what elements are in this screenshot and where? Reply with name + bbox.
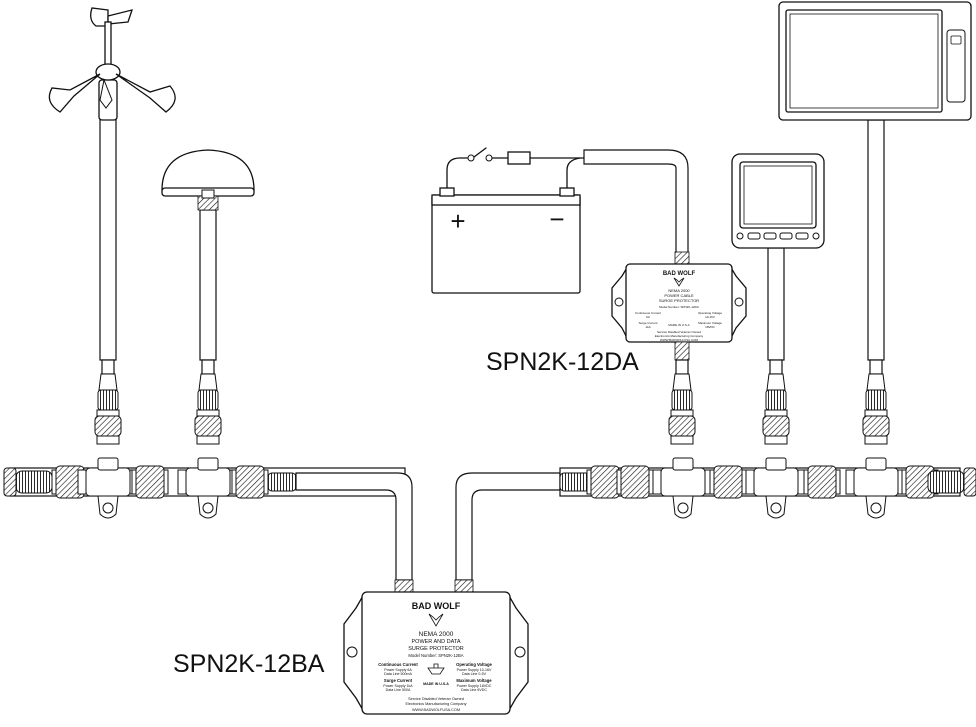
brand-name: BAD WOLF xyxy=(663,271,696,277)
battery-negative-label: − xyxy=(549,204,564,234)
coupler-nut xyxy=(803,465,841,499)
right-terminator xyxy=(927,467,976,497)
svg-text:POWER CABLE: POWER CABLE xyxy=(664,293,694,298)
svg-text:6A: 6A xyxy=(646,315,650,319)
svg-text:Maximum Voltage: Maximum Voltage xyxy=(456,678,492,683)
tee-connector xyxy=(177,457,239,519)
svg-text:Maximum Voltage: Maximum Voltage xyxy=(698,321,722,325)
boat-icon xyxy=(427,663,445,675)
svg-text:18VDC: 18VDC xyxy=(705,325,716,329)
battery-icon: + − xyxy=(431,187,581,294)
svg-text:Electronics Manufacturing Comp: Electronics Manufacturing Company xyxy=(655,334,704,338)
svg-text:Continuous Current: Continuous Current xyxy=(378,662,418,667)
tee-connector xyxy=(845,457,907,519)
coupler-nut xyxy=(131,465,169,499)
svg-text:SURGE PROTECTOR: SURGE PROTECTOR xyxy=(659,298,699,303)
svg-text:Operating Voltage: Operating Voltage xyxy=(456,662,492,667)
svg-text:Operating Voltage: Operating Voltage xyxy=(698,311,722,315)
svg-text:SURGE PROTECTOR: SURGE PROTECTOR xyxy=(408,646,464,652)
spn2k-12da-label: SPN2K-12DA xyxy=(486,348,639,376)
power-wiring xyxy=(446,147,690,267)
svg-text:Power Supply 10-16V: Power Supply 10-16V xyxy=(457,668,492,672)
wolf-logo-icon xyxy=(673,277,685,287)
coupler-nut xyxy=(709,465,747,499)
svg-text:Data Line 0-5V: Data Line 0-5V xyxy=(462,672,487,676)
svg-text:Surge Current: Surge Current xyxy=(639,321,658,325)
tee-connector xyxy=(652,457,714,519)
svg-text:Surge Current: Surge Current xyxy=(384,678,413,683)
svg-text:1kA: 1kA xyxy=(645,325,650,329)
svg-text:WWW.BADWOLFUSA.COM: WWW.BADWOLFUSA.COM xyxy=(412,708,460,712)
brand-name: BAD WOLF xyxy=(412,601,461,611)
svg-text:Model Number: SPN2K-12BA: Model Number: SPN2K-12BA xyxy=(408,653,463,658)
protector-12da-output-cable xyxy=(674,341,690,361)
svg-text:Model Number: SPN2K-12DA: Model Number: SPN2K-12DA xyxy=(659,305,699,309)
drop-cable-connector xyxy=(862,359,890,445)
left-terminator xyxy=(3,467,53,497)
svg-text:Data Line 500A: Data Line 500A xyxy=(386,688,411,692)
svg-text:Power Supply 18VDC: Power Supply 18VDC xyxy=(457,684,492,688)
switch-icon xyxy=(467,154,475,162)
svg-text:MADE IN U.S.A: MADE IN U.S.A xyxy=(423,682,449,686)
svg-text:WWW.BADWOLFUSA.COM: WWW.BADWOLFUSA.COM xyxy=(660,338,698,342)
drop-cable-connector xyxy=(94,359,122,445)
svg-text:Power Supply 1kA: Power Supply 1kA xyxy=(383,684,413,688)
wind-vane-icon xyxy=(48,7,176,361)
spn2k-12ba-label: SPN2K-12BA xyxy=(173,650,325,678)
coupler-nut xyxy=(616,465,654,499)
battery-positive-label: + xyxy=(450,206,465,236)
tee-connector xyxy=(77,457,139,519)
right-backbone xyxy=(454,457,976,601)
fuse-icon xyxy=(507,151,531,165)
svg-text:Service Disabled Veteran Owned: Service Disabled Veteran Owned xyxy=(657,330,701,334)
svg-text:NEMA 2000: NEMA 2000 xyxy=(419,631,454,638)
svg-text:Continuous Current: Continuous Current xyxy=(635,311,661,315)
coupler-nut xyxy=(231,465,269,499)
svg-text:10-16V: 10-16V xyxy=(705,315,715,319)
surge-protector-12ba: BAD WOLF NEMA 2000 POWER AND DATA SURGE … xyxy=(343,591,529,715)
svg-text:Service Disabled Veteran Owned: Service Disabled Veteran Owned xyxy=(408,697,464,701)
gps-antenna-icon xyxy=(161,149,255,361)
svg-text:MADE IN U.S.A: MADE IN U.S.A xyxy=(668,323,689,327)
svg-text:Electronics Manufacturing Comp: Electronics Manufacturing Company xyxy=(406,702,467,706)
svg-text:NEMA 2000: NEMA 2000 xyxy=(668,288,690,293)
drop-cable-connector xyxy=(762,359,790,445)
wolf-logo-icon xyxy=(428,613,444,627)
chartplotter-display-icon xyxy=(778,1,972,361)
instrument-display-icon xyxy=(731,153,825,361)
svg-text:Data Line 6VDC: Data Line 6VDC xyxy=(461,688,487,692)
svg-text:Power Supply 6A: Power Supply 6A xyxy=(384,668,412,672)
drop-cable-connector xyxy=(194,359,222,445)
drop-cable-connector xyxy=(668,359,696,445)
tee-connector xyxy=(745,457,807,519)
svg-text:POWER AND DATA: POWER AND DATA xyxy=(412,639,461,645)
backbone-cable-left xyxy=(295,472,414,601)
surge-protector-12da: BAD WOLF NEMA 2000 POWER CABLE SURGE PRO… xyxy=(611,263,747,343)
svg-text:Data Line 500mA: Data Line 500mA xyxy=(384,672,412,676)
